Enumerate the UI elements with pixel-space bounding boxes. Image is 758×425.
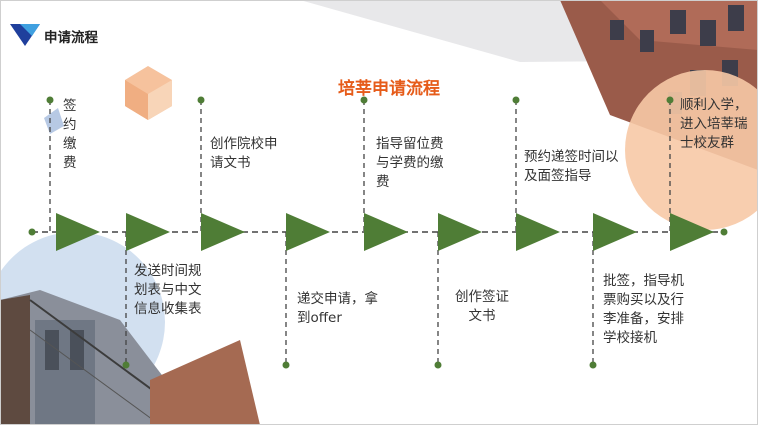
logo-icon — [10, 24, 40, 46]
arrow-step-5 — [364, 213, 408, 251]
step-4-label: 递交申请，拿到offer — [297, 291, 378, 326]
step-5-label: 指导留位费与学费的缴费 — [376, 136, 444, 190]
arrow-step-6 — [438, 213, 482, 251]
diagram-title: 培莘申请流程 — [338, 79, 440, 99]
arrow-step-8 — [593, 213, 637, 251]
step-3-label: 创作院校申请文书 — [210, 136, 278, 171]
step-1-label: 签约缴费 — [63, 98, 77, 171]
step-9-label: 顺利入学，进入培莘瑞士校友群 — [680, 97, 748, 151]
arrow-step-9 — [670, 213, 714, 251]
timeline-end-dot — [720, 228, 728, 236]
arrow-step-1 — [56, 213, 100, 251]
step-8-label: 批签，指导机票购买以及行李准备，安排学校接机 — [603, 273, 684, 346]
arrow-step-7 — [516, 213, 560, 251]
arrow-step-4 — [286, 213, 330, 251]
arrow-step-2 — [126, 213, 170, 251]
step-7-label: 预约递签时间以及面签指导 — [524, 149, 619, 184]
step-2-label: 发送时间规划表与中文信息收集表 — [134, 263, 202, 317]
timeline-end-dot — [28, 228, 36, 236]
arrow-step-3 — [201, 213, 245, 251]
header-title: 申请流程 — [44, 30, 98, 46]
step-6-label: 创作签证文书 — [455, 289, 509, 324]
